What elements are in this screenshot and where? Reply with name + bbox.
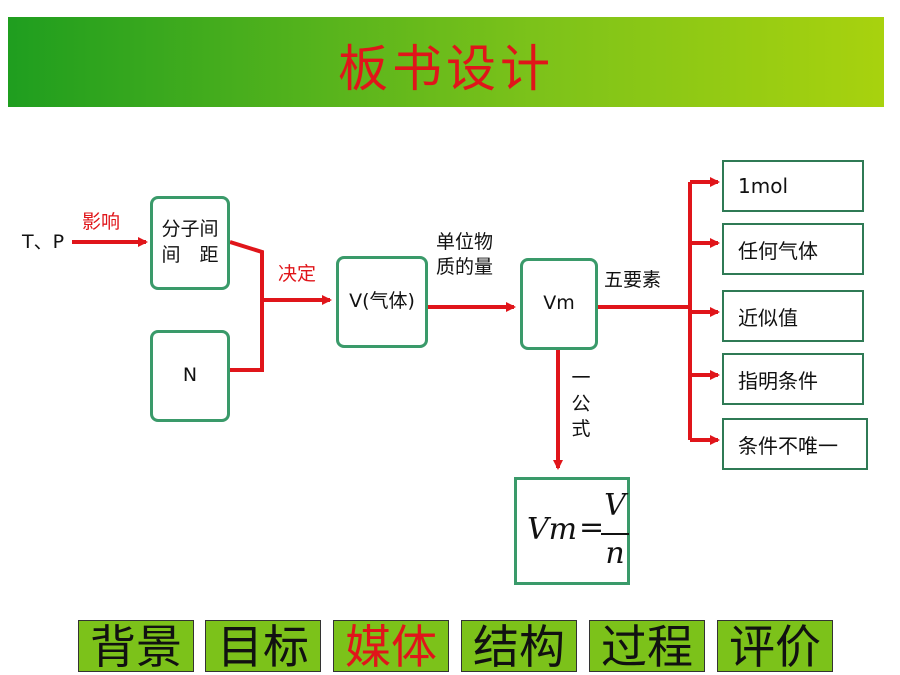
formula-equals: = <box>579 510 605 545</box>
element-box-approx: 近似值 <box>722 290 864 342</box>
nav-goals[interactable]: 目标 <box>205 620 321 672</box>
line-distance-merge <box>229 240 264 372</box>
nav-structure[interactable]: 结构 <box>461 620 577 672</box>
tp-label: T、P <box>22 231 65 253</box>
formula-box: Vm = V n <box>514 477 630 585</box>
element-label-3: 近似值 <box>738 305 798 330</box>
molecule-distance-box: 分子间 间 距 <box>150 196 230 290</box>
vm-box: Vm <box>520 258 598 350</box>
formula-fraction-bar <box>601 533 629 535</box>
nav-media[interactable]: 媒体 <box>333 620 449 672</box>
unit-amount-line-1: 单位物 <box>436 231 494 253</box>
element-box-conditions: 指明条件 <box>722 353 864 405</box>
five-elements-label: 五要素 <box>604 269 662 291</box>
element-label-2: 任何气体 <box>738 238 818 263</box>
element-box-not-unique: 条件不唯一 <box>722 418 868 470</box>
element-label-4: 指明条件 <box>738 368 818 393</box>
element-label-5: 条件不唯一 <box>738 433 838 458</box>
formula-numerator: V <box>604 488 626 523</box>
decide-label: 决定 <box>278 263 317 285</box>
formula-label-char-2: 公 <box>571 392 591 415</box>
element-label-1: 1mol <box>738 174 788 198</box>
unit-amount-label: 单位物 质的量 <box>436 230 493 279</box>
influence-label: 影响 <box>82 211 121 233</box>
page-title: 板书设计 <box>338 40 554 98</box>
title-banner: 板书设计 <box>8 17 884 107</box>
n-box: N <box>150 330 230 422</box>
nav-process[interactable]: 过程 <box>589 620 705 672</box>
unit-amount-line-2: 质的量 <box>436 255 494 278</box>
element-box-any-gas: 任何气体 <box>722 223 864 275</box>
formula-denominator: n <box>605 536 625 571</box>
volume-box: V(气体) <box>336 256 428 348</box>
volume-label: V(气体) <box>349 290 415 313</box>
formula-label-char-1: 一 <box>571 367 591 389</box>
formula-label-char-3: 式 <box>571 418 591 441</box>
vm-label: Vm <box>543 292 575 315</box>
molecule-distance-line-2: 间 距 <box>161 244 219 266</box>
molecule-distance-line-1: 分子间 <box>161 218 219 241</box>
element-box-1mol: 1mol <box>722 160 864 212</box>
formula-label: 一 公 式 <box>570 366 592 443</box>
nav-background[interactable]: 背景 <box>78 620 194 672</box>
formula-lhs: Vm <box>527 512 578 547</box>
n-label: N <box>182 364 198 387</box>
nav-evaluation[interactable]: 评价 <box>717 620 833 672</box>
